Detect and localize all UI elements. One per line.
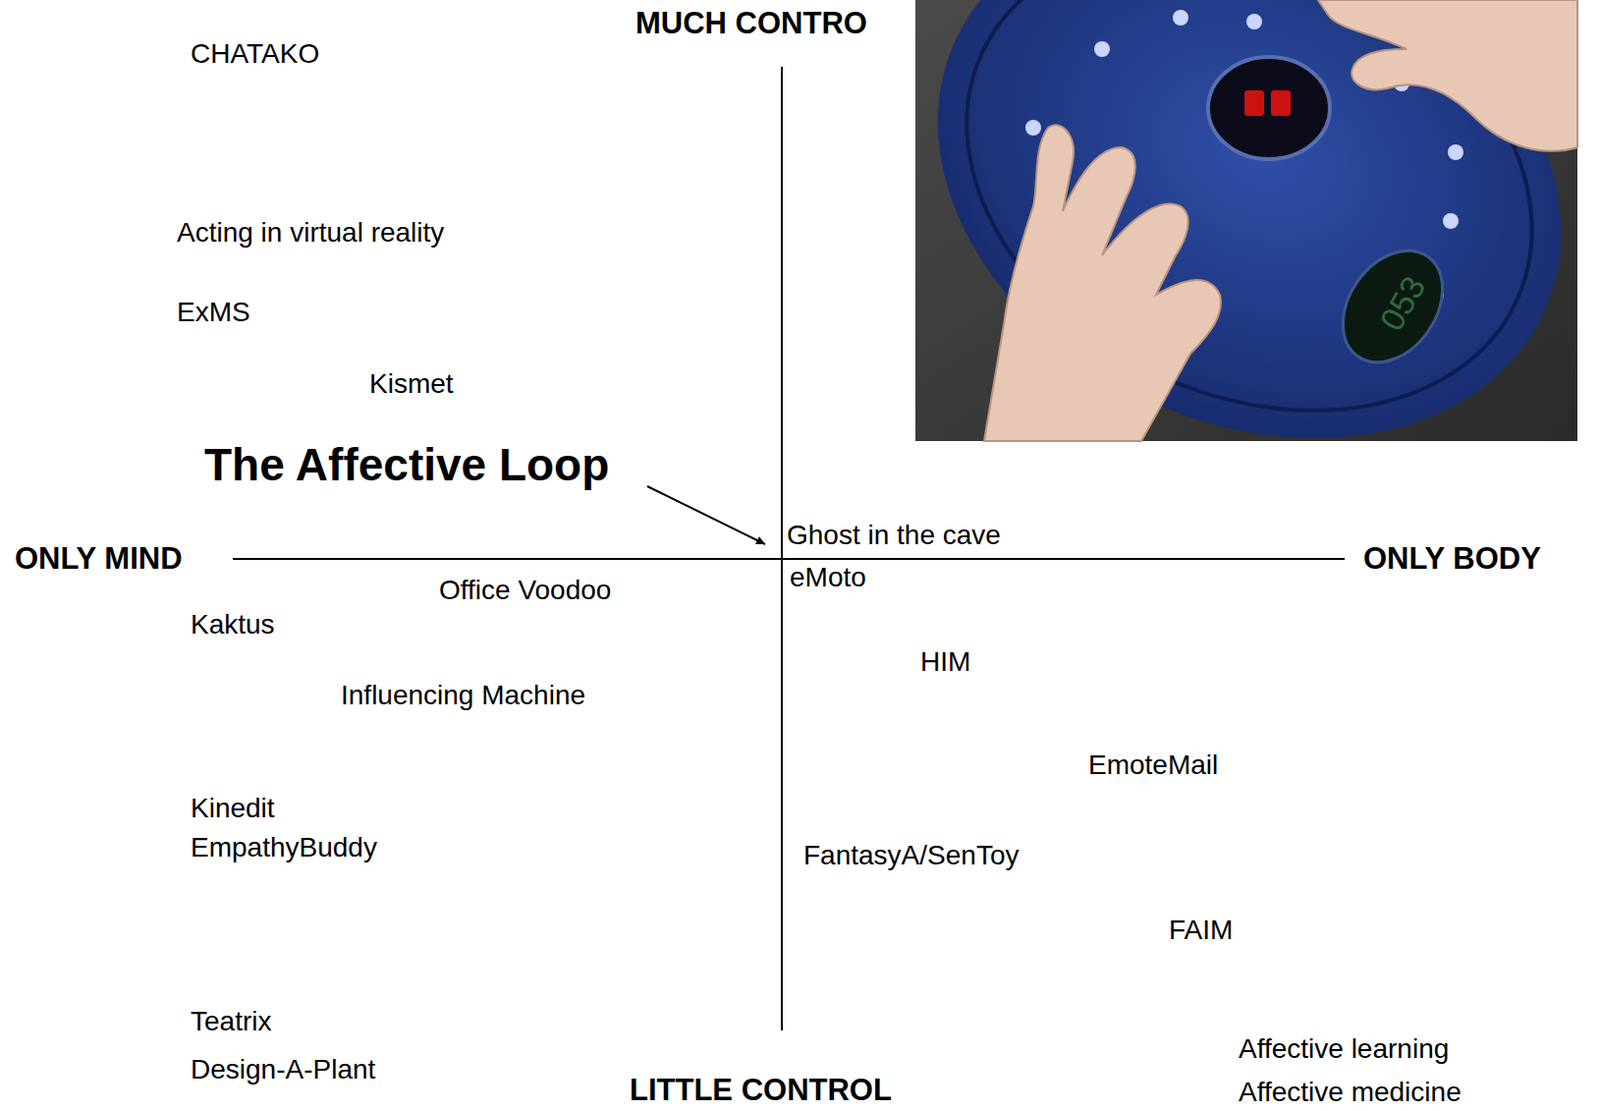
project-label: HIM [920,647,971,678]
axis-label: LITTLE CONTROL [629,1073,892,1107]
project-label: Affective medicine [1238,1077,1462,1108]
project-label: CHATAKO [190,39,320,70]
device-photo [851,0,1600,537]
project-label: FantasyA/SenToy [803,840,1019,872]
axis-label: ONLY MIND [14,542,183,576]
vertical-axis [780,66,783,1031]
title-callout: The Affective Loop [204,440,609,491]
project-label: EmpathyBuddy [190,832,378,864]
project-label: Affective learning [1238,1034,1449,1065]
project-label: Acting in virtual reality [176,218,444,249]
project-label: ExMS [176,297,251,329]
project-label: Kismet [369,369,454,400]
axis-label: MUCH CONTRO [635,6,868,41]
leader-arrow [647,486,766,545]
project-label: Kaktus [190,609,276,641]
axis-label: ONLY BODY [1363,542,1542,576]
project-label: Design-A-Plant [190,1054,376,1086]
project-label: FAIM [1168,915,1233,946]
project-label: eMoto [789,562,867,594]
project-label: Ghost in the cave [786,520,1001,552]
horizontal-axis [232,557,1345,560]
project-label: EmoteMail [1088,750,1218,781]
project-label: Office Voodoo [439,575,611,607]
project-label: Kinedit [190,793,276,825]
project-label: Teatrix [190,1006,272,1038]
project-label: Influencing Machine [340,680,586,712]
